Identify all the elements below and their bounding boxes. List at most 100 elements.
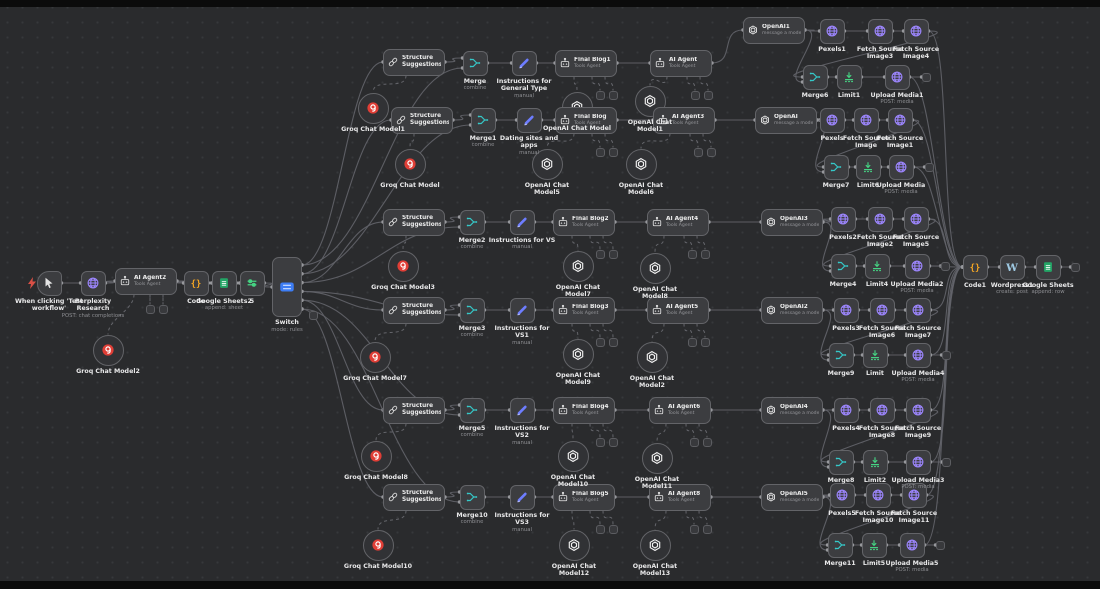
node-aa1s1[interactable] [693, 147, 703, 157]
node-aa2s2[interactable] [700, 249, 710, 259]
node-i3[interactable] [509, 297, 535, 323]
node-st4[interactable] [941, 457, 951, 467]
node-lm1[interactable] [855, 154, 881, 180]
node-m4[interactable] [459, 397, 485, 423]
node-m5[interactable] [459, 484, 485, 510]
node-m0[interactable] [462, 50, 488, 76]
node-mg4[interactable] [828, 449, 854, 475]
node-fb1s1[interactable] [595, 147, 605, 157]
node-st0[interactable] [921, 72, 931, 82]
node-ppx[interactable] [80, 270, 106, 296]
node-aa5s2[interactable] [702, 524, 712, 534]
node-gq3[interactable] [359, 341, 391, 373]
node-um3[interactable] [905, 342, 931, 368]
node-fbc3[interactable] [562, 338, 594, 370]
node-px2[interactable] [830, 206, 856, 232]
node-lm3[interactable] [862, 342, 888, 368]
node-sw[interactable] [272, 257, 302, 317]
node-lm5[interactable] [861, 532, 887, 558]
node-sws[interactable] [308, 310, 318, 320]
node-fa5[interactable] [865, 482, 891, 508]
node-fb3s2[interactable] [608, 337, 618, 347]
node-aa2s1[interactable] [687, 249, 697, 259]
node-cod[interactable]: {} [183, 270, 209, 296]
node-i0[interactable] [511, 50, 537, 76]
node-um0[interactable] [884, 64, 910, 90]
node-fb4s1[interactable] [595, 437, 605, 447]
node-gs2[interactable] [211, 270, 237, 296]
node-fa0[interactable] [867, 18, 893, 44]
node-fb5s2[interactable] [608, 524, 618, 534]
node-cod1[interactable]: {} [962, 254, 988, 280]
node-fa4[interactable] [869, 397, 895, 423]
node-st1[interactable] [924, 162, 934, 172]
node-lm2[interactable] [864, 253, 890, 279]
node-px0[interactable] [819, 18, 845, 44]
node-fb0s1[interactable] [595, 90, 605, 100]
node-m3[interactable] [459, 297, 485, 323]
node-fx1[interactable] [887, 107, 913, 133]
node-fb2s1[interactable] [595, 249, 605, 259]
node-ag2s1[interactable] [145, 304, 155, 314]
node-i1[interactable] [516, 107, 542, 133]
node-fb1s2[interactable] [608, 147, 618, 157]
node-px5[interactable] [829, 482, 855, 508]
node-aa3s2[interactable] [700, 337, 710, 347]
node-aac1[interactable] [625, 148, 657, 180]
node-trg[interactable] [36, 270, 62, 296]
node-um2[interactable] [904, 253, 930, 279]
node-ss2[interactable]: Structure Suggestions2 [383, 208, 445, 236]
node-um4[interactable] [905, 449, 931, 475]
node-i4[interactable] [509, 397, 535, 423]
node-mg0[interactable] [802, 64, 828, 90]
node-fx4[interactable] [905, 397, 931, 423]
node-gsF[interactable] [1035, 254, 1061, 280]
node-mg1[interactable] [823, 154, 849, 180]
node-aac2[interactable] [639, 252, 671, 284]
node-fb5s1[interactable] [595, 524, 605, 534]
node-fbc2[interactable] [562, 250, 594, 282]
node-fx3[interactable] [905, 297, 931, 323]
node-fx0[interactable] [903, 18, 929, 44]
node-lm4[interactable] [862, 449, 888, 475]
node-fa1[interactable] [853, 107, 879, 133]
node-gq2[interactable] [387, 250, 419, 282]
node-m1[interactable] [470, 107, 496, 133]
node-aa5s1[interactable] [689, 524, 699, 534]
node-aac3[interactable] [636, 341, 668, 373]
node-ss3[interactable]: Structure Suggestions3 [383, 296, 445, 324]
node-mg2[interactable] [830, 253, 856, 279]
node-ss1[interactable]: Structure Suggestions1 [391, 106, 453, 134]
node-fb4s2[interactable] [608, 437, 618, 447]
node-fx2[interactable] [903, 206, 929, 232]
node-fbc5[interactable] [558, 529, 590, 561]
node-fx5[interactable] [901, 482, 927, 508]
node-gcm2[interactable] [92, 334, 124, 366]
node-mg5[interactable] [827, 532, 853, 558]
node-ss4[interactable]: Structure Suggestions4 [383, 396, 445, 424]
node-gq5[interactable] [362, 529, 394, 561]
node-aa4s2[interactable] [702, 437, 712, 447]
node-fa2[interactable] [867, 206, 893, 232]
node-f5[interactable] [239, 270, 265, 296]
node-lm0[interactable] [836, 64, 862, 90]
node-aac4[interactable] [641, 442, 673, 474]
node-aa0s2[interactable] [703, 90, 713, 100]
node-st2[interactable] [940, 261, 950, 271]
node-fb3s1[interactable] [595, 337, 605, 347]
node-gq0[interactable] [357, 92, 389, 124]
node-st3[interactable] [941, 350, 951, 360]
node-i5[interactable] [509, 484, 535, 510]
